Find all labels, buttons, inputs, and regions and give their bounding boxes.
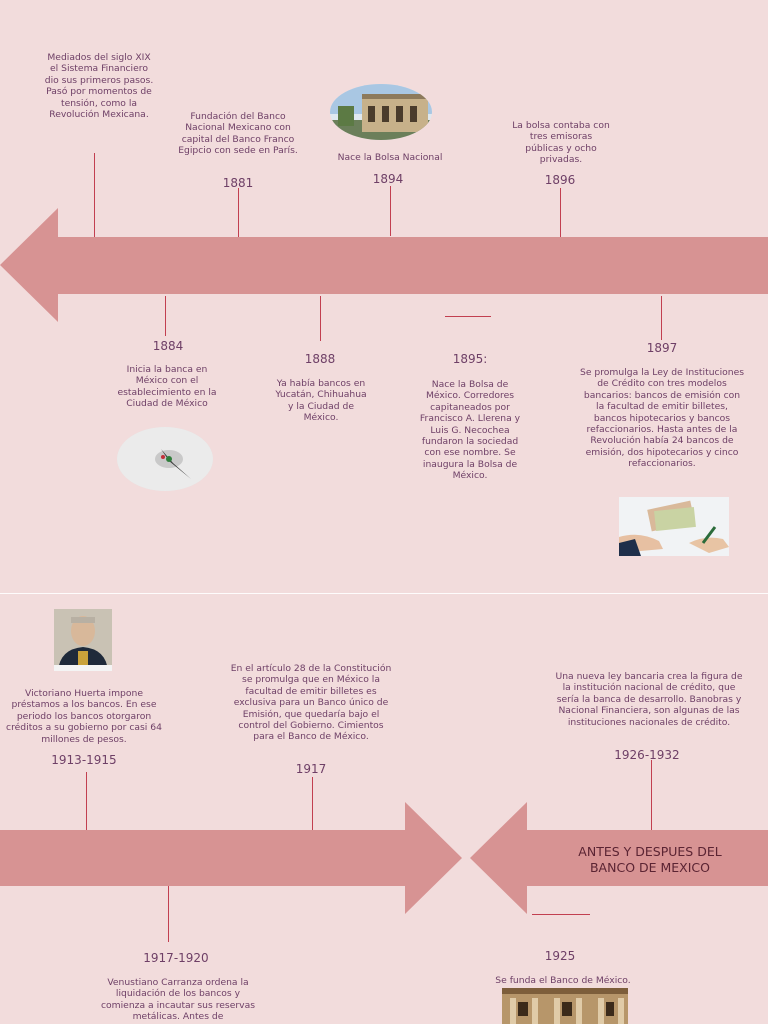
event-text: La bolsa contaba con tres emisoras públi…	[512, 120, 610, 166]
connector-line	[390, 186, 391, 236]
page-title: ANTES Y DESPUES DEL BANCO DE MEXICO	[578, 844, 722, 875]
connector-line	[86, 772, 87, 830]
money-hands-image	[619, 497, 729, 556]
event-text: Ya había bancos en Yucatán, Chihuahua y …	[275, 378, 367, 424]
bank-building-image	[502, 988, 628, 1024]
event-text: Inicia la banca en México con el estable…	[117, 364, 217, 410]
event-text: Nace la Bolsa Nacional	[337, 152, 443, 163]
connector-line	[445, 316, 491, 317]
connector-line	[238, 188, 239, 237]
event-text: Se promulga la Ley de Instituciones de C…	[580, 367, 745, 470]
title-arrow-left	[470, 802, 768, 914]
event-year: 1895:	[452, 352, 488, 366]
connector-line	[312, 777, 313, 830]
timeline-arrow-left	[0, 208, 768, 322]
event-text: Venustiano Carranza ordena la liquidació…	[101, 977, 255, 1023]
event-year: 1926-1932	[614, 748, 680, 762]
event-text: Fundación del Banco Nacional Mexicano co…	[178, 111, 298, 157]
timeline-arrow-right	[0, 802, 462, 914]
event-year: 1925	[544, 949, 576, 963]
compass-image	[117, 427, 213, 491]
connector-line	[532, 914, 590, 915]
event-year: 1888	[304, 352, 336, 366]
connector-line	[560, 188, 561, 237]
event-text: Se funda el Banco de México.	[495, 975, 631, 986]
event-text: Victoriano Huerta impone préstamos a los…	[6, 688, 162, 745]
event-year: 1913-1915	[51, 753, 117, 767]
event-year: 1884	[152, 339, 184, 353]
connector-line	[661, 296, 662, 340]
connector-line	[168, 886, 169, 942]
event-year: 1917-1920	[143, 951, 209, 965]
event-text: Nace la Bolsa de México. Corredores capi…	[419, 379, 521, 482]
connector-line	[320, 296, 321, 341]
stock-exchange-building-image	[330, 84, 432, 140]
event-year: 1894	[372, 172, 404, 186]
event-text: Una nueva ley bancaria crea la figura de…	[555, 671, 743, 728]
connector-line	[94, 153, 95, 237]
event-year: 1881	[222, 176, 254, 190]
event-year: 1917	[295, 762, 327, 776]
event-year: 1896	[544, 173, 576, 187]
event-year: 1897	[646, 341, 678, 355]
connector-line	[651, 760, 652, 830]
event-text: Mediados del siglo XIX el Sistema Financ…	[44, 52, 154, 121]
connector-line	[165, 296, 166, 336]
section-divider	[0, 593, 768, 594]
portrait-huerta-image	[54, 609, 112, 671]
event-text: En el artículo 28 de la Constitución se …	[230, 663, 392, 743]
